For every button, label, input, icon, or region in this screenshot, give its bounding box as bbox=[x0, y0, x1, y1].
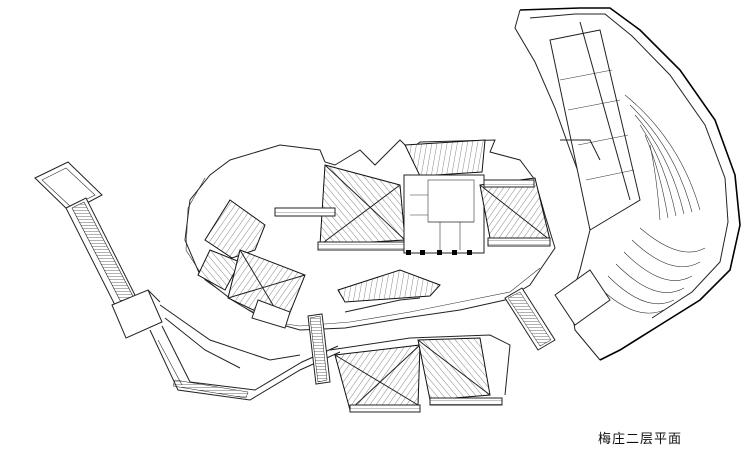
east-auditorium bbox=[514, 7, 741, 361]
east-stair-bridge bbox=[504, 287, 556, 351]
south-stair-bridge bbox=[307, 313, 331, 385]
east-roof bbox=[479, 177, 551, 247]
central-roof bbox=[274, 139, 486, 251]
left-roof-cluster bbox=[197, 199, 306, 329]
left-bridge bbox=[34, 161, 163, 339]
lower-left-walkway bbox=[149, 304, 341, 401]
drawing-title: 梅庄二层平面 bbox=[598, 432, 683, 447]
central-building bbox=[403, 174, 485, 255]
lower-roof-cluster bbox=[329, 334, 511, 413]
middle-ramp-roof bbox=[337, 269, 441, 313]
